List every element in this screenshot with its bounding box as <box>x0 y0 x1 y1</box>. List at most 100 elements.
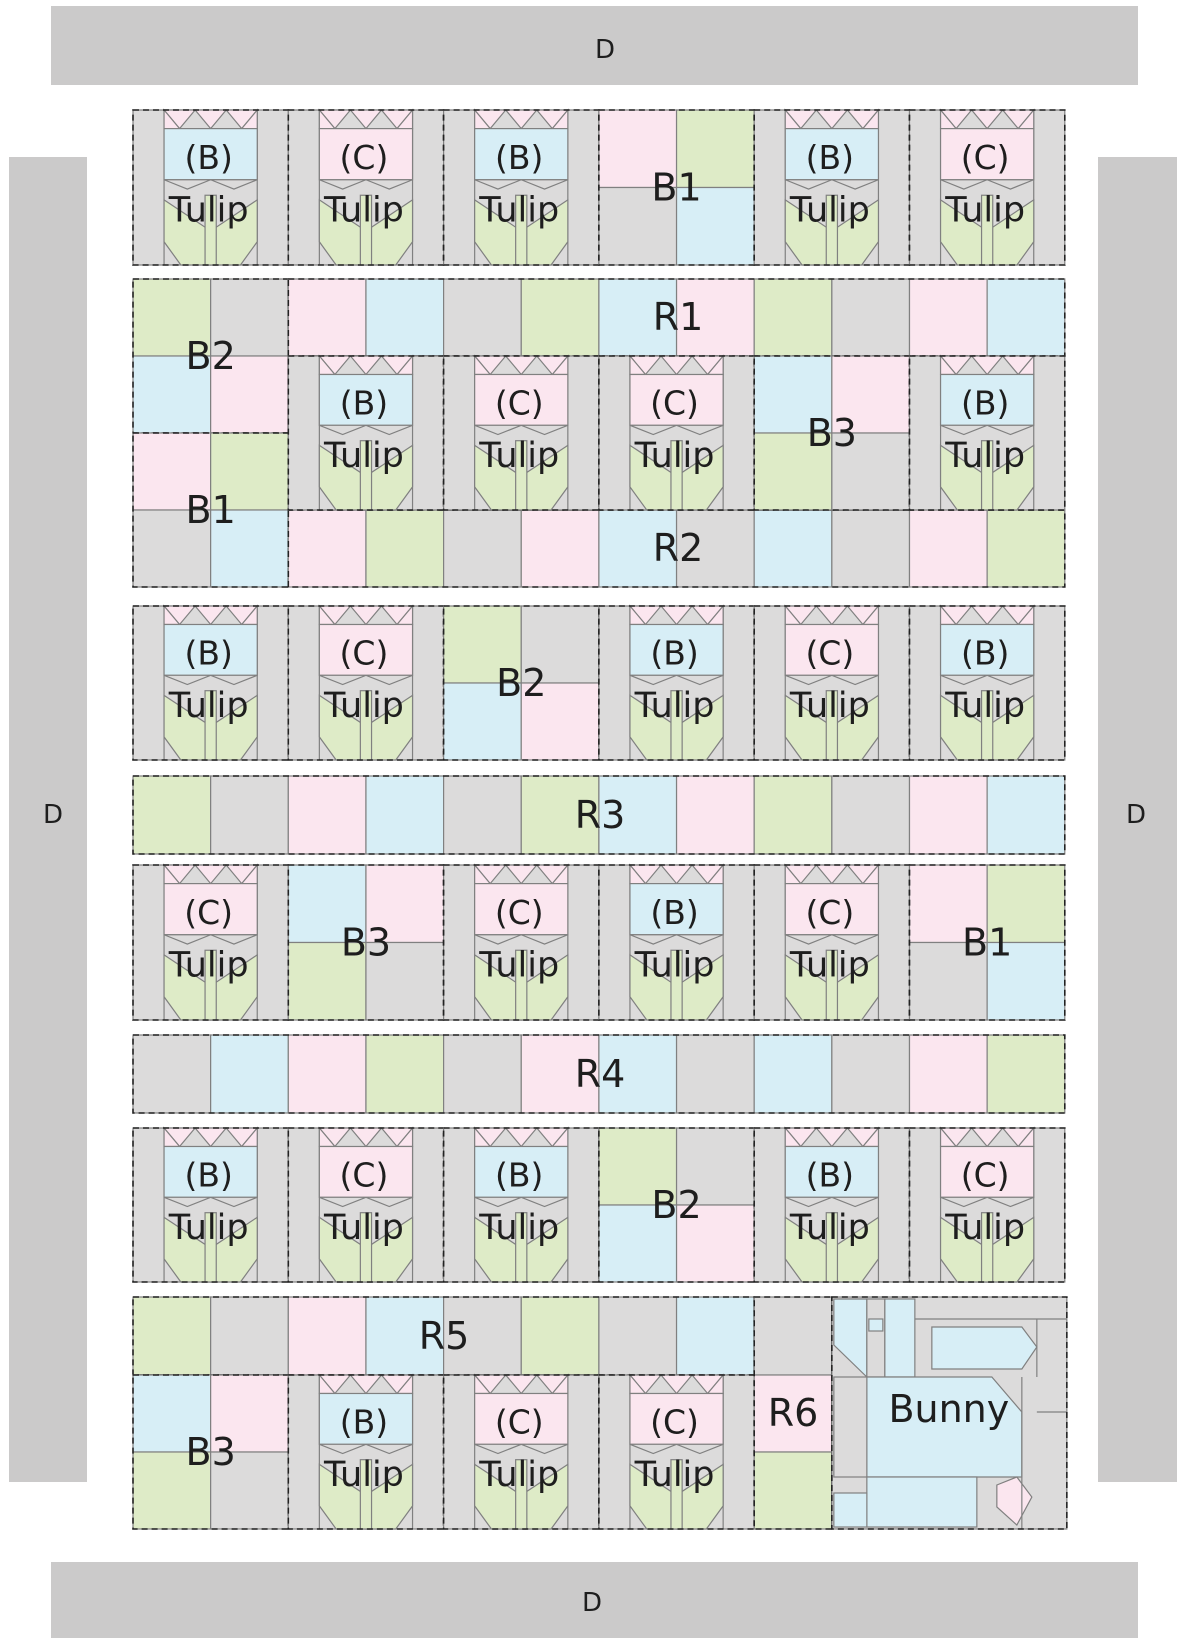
tulip-word-label: Tulip <box>478 1455 559 1495</box>
block-b2-label: B2 <box>496 661 546 705</box>
strip-square <box>910 510 988 587</box>
tulip-word-label: Tulip <box>789 191 870 231</box>
strip-square <box>521 510 599 587</box>
strip-square <box>211 1035 289 1113</box>
tulip-variant-label: (B) <box>340 384 388 423</box>
block-b3-label: B3 <box>186 1430 236 1474</box>
bunny-ear-detail <box>869 1319 883 1331</box>
strip-square <box>832 510 910 587</box>
tulip-variant-label: (C) <box>340 138 389 177</box>
strip-r3-label: R3 <box>575 793 626 837</box>
strip-square <box>366 279 444 356</box>
strip-square <box>288 279 366 356</box>
block-b1-label: B1 <box>651 166 701 210</box>
strip-square <box>987 1035 1065 1113</box>
strip-r5-label: R5 <box>419 1314 470 1358</box>
strip-square <box>366 510 444 587</box>
strip-square <box>366 1035 444 1113</box>
tulip-variant-label: (B) <box>650 634 698 673</box>
tulip-word-label: Tulip <box>789 686 870 726</box>
strip-square <box>910 776 988 854</box>
tulip-variant-label: (B) <box>961 384 1009 423</box>
strip-r1-label: R1 <box>653 295 704 339</box>
strip-r2-label: R2 <box>653 526 704 570</box>
tulip-word-label: Tulip <box>944 686 1025 726</box>
strip-r4-label: R4 <box>575 1052 626 1096</box>
tulip-variant-label: (B) <box>184 1156 232 1195</box>
tulip-word-label: Tulip <box>789 946 870 986</box>
tulip-variant-label: (B) <box>806 1156 854 1195</box>
bunny-ear <box>885 1299 915 1377</box>
bunny-side <box>834 1377 867 1477</box>
strip-square <box>288 1297 366 1375</box>
tulip-word-label: Tulip <box>323 1455 404 1495</box>
strip-square <box>754 510 832 587</box>
strip-square <box>444 510 522 587</box>
tulip-word-label: Tulip <box>168 946 249 986</box>
tulip-variant-label: (B) <box>495 1156 543 1195</box>
tulip-variant-label: (B) <box>961 634 1009 673</box>
tulip-word-label: Tulip <box>634 1455 715 1495</box>
strip-square <box>133 776 211 854</box>
strip-square <box>832 776 910 854</box>
tulip-variant-label: (C) <box>961 138 1010 177</box>
strip-square <box>133 1035 211 1113</box>
strip-square <box>521 279 599 356</box>
tulip-word-label: Tulip <box>944 191 1025 231</box>
tulip-variant-label: (C) <box>961 1156 1010 1195</box>
tulip-word-label: Tulip <box>478 191 559 231</box>
tulip-word-label: Tulip <box>478 436 559 476</box>
border-left-label: D <box>43 800 63 830</box>
r6-square <box>754 1297 832 1375</box>
strip-square <box>366 776 444 854</box>
tulip-word-label: Tulip <box>634 436 715 476</box>
strip-square <box>444 279 522 356</box>
border-bottom-label: D <box>582 1588 602 1618</box>
tulip-word-label: Tulip <box>634 946 715 986</box>
strip-square <box>444 776 522 854</box>
strip-square <box>288 1035 366 1113</box>
block-b2-label: B2 <box>651 1183 701 1227</box>
bunny-head <box>932 1327 1037 1369</box>
tulip-word-label: Tulip <box>944 436 1025 476</box>
strip-square <box>521 1297 599 1375</box>
strip-square <box>677 1035 755 1113</box>
strip-square <box>987 510 1065 587</box>
strip-square <box>133 1297 211 1375</box>
tulip-word-label: Tulip <box>478 1208 559 1248</box>
strip-square <box>987 776 1065 854</box>
block-b1-label: B1 <box>186 488 236 532</box>
tulip-word-label: Tulip <box>944 1208 1025 1248</box>
strip-r6-label: R6 <box>768 1391 819 1435</box>
tulip-variant-label: (C) <box>650 384 699 423</box>
tulip-variant-label: (B) <box>650 893 698 932</box>
border-right-label: D <box>1126 800 1146 830</box>
bunny-feet <box>867 1477 977 1527</box>
strip-square <box>599 1297 677 1375</box>
r6-square <box>754 1452 832 1529</box>
strip-square <box>288 510 366 587</box>
strip-square <box>754 776 832 854</box>
bunny-label: Bunny <box>888 1387 1009 1431</box>
tulip-word-label: Tulip <box>323 436 404 476</box>
tulip-word-label: Tulip <box>478 946 559 986</box>
tulip-variant-label: (B) <box>495 138 543 177</box>
tulip-word-label: Tulip <box>789 1208 870 1248</box>
block-b3-label: B3 <box>807 411 857 455</box>
strip-square <box>444 1035 522 1113</box>
tulip-variant-label: (B) <box>184 634 232 673</box>
tulip-variant-label: (B) <box>340 1403 388 1442</box>
border-top-label: D <box>595 35 615 65</box>
bunny-tail-square <box>834 1493 867 1527</box>
tulip-variant-label: (C) <box>340 634 389 673</box>
tulip-variant-label: (C) <box>650 1403 699 1442</box>
strip-square <box>754 1035 832 1113</box>
strip-square <box>910 1035 988 1113</box>
tulip-word-label: Tulip <box>323 191 404 231</box>
tulip-variant-label: (C) <box>184 893 233 932</box>
tulip-variant-label: (C) <box>495 384 544 423</box>
tulip-variant-label: (C) <box>495 893 544 932</box>
tulip-variant-label: (C) <box>340 1156 389 1195</box>
strip-square <box>211 1297 289 1375</box>
